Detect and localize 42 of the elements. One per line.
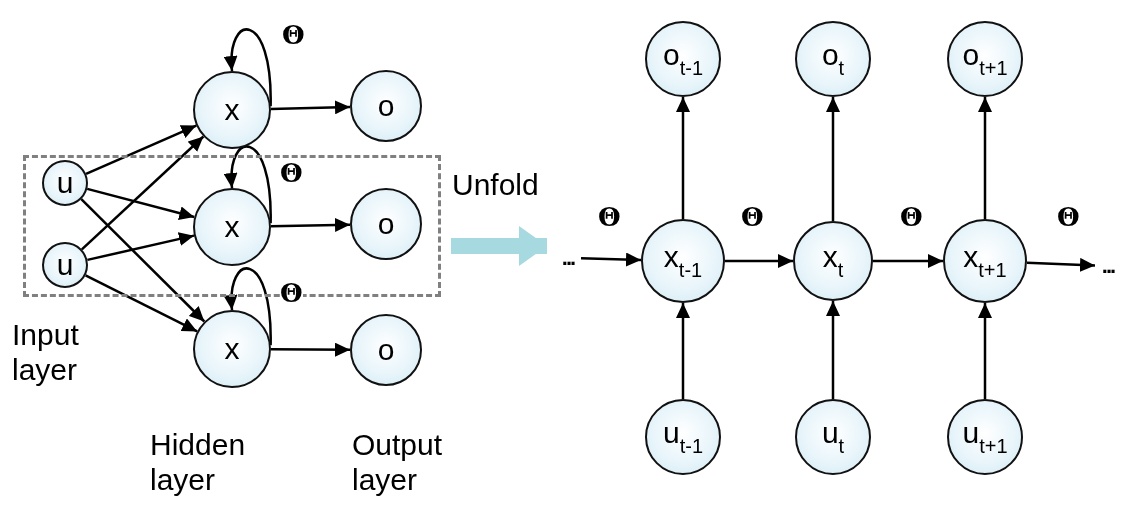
node-circle: o bbox=[350, 314, 422, 386]
node-circle: x bbox=[193, 188, 271, 266]
node-circle: o$_{t-1}$ bbox=[645, 21, 721, 97]
node-circle: x$_{t-1}$ bbox=[641, 219, 725, 303]
arrow bbox=[676, 303, 690, 399]
node-circle: x$_{t}$ bbox=[793, 221, 873, 301]
layer-label: Input layer bbox=[12, 318, 80, 387]
arrow bbox=[826, 97, 840, 221]
arrow bbox=[873, 254, 943, 268]
node-circle: u bbox=[42, 160, 88, 206]
arrow bbox=[580, 252, 642, 267]
arrow bbox=[271, 342, 350, 357]
arrow bbox=[85, 274, 198, 333]
node-circle: u$_{t}$ bbox=[795, 399, 871, 475]
arrow bbox=[86, 187, 195, 220]
arrow bbox=[1026, 257, 1096, 272]
node-circle: u bbox=[42, 242, 88, 288]
node-circle: o$_{t+1}$ bbox=[947, 21, 1023, 97]
node-circle: u$_{t-1}$ bbox=[645, 399, 721, 475]
node-circle: x bbox=[193, 71, 271, 149]
arrow bbox=[978, 97, 992, 219]
arrow bbox=[725, 254, 793, 268]
arrow bbox=[81, 135, 205, 251]
arrow bbox=[85, 124, 197, 175]
arrow bbox=[270, 218, 351, 232]
ellipsis: ... bbox=[1095, 258, 1121, 274]
layer-label: Output layer bbox=[352, 428, 444, 497]
layer-label: Hidden layer bbox=[150, 428, 247, 497]
node-circle: o bbox=[350, 188, 422, 260]
arrow bbox=[80, 198, 206, 323]
arrow bbox=[87, 232, 195, 262]
node-circle: u$_{t+1}$ bbox=[947, 399, 1023, 475]
node-circle: o bbox=[350, 70, 422, 142]
node-circle: x$_{t+1}$ bbox=[943, 219, 1027, 303]
arrow bbox=[270, 100, 351, 115]
block-arrow bbox=[451, 226, 547, 266]
node-circle: x bbox=[193, 310, 271, 388]
arrow bbox=[978, 303, 992, 399]
ellipsis: ... bbox=[555, 250, 581, 266]
node-circle: o$_{t}$ bbox=[795, 21, 871, 97]
arrow bbox=[676, 97, 690, 219]
arrow bbox=[826, 301, 840, 399]
